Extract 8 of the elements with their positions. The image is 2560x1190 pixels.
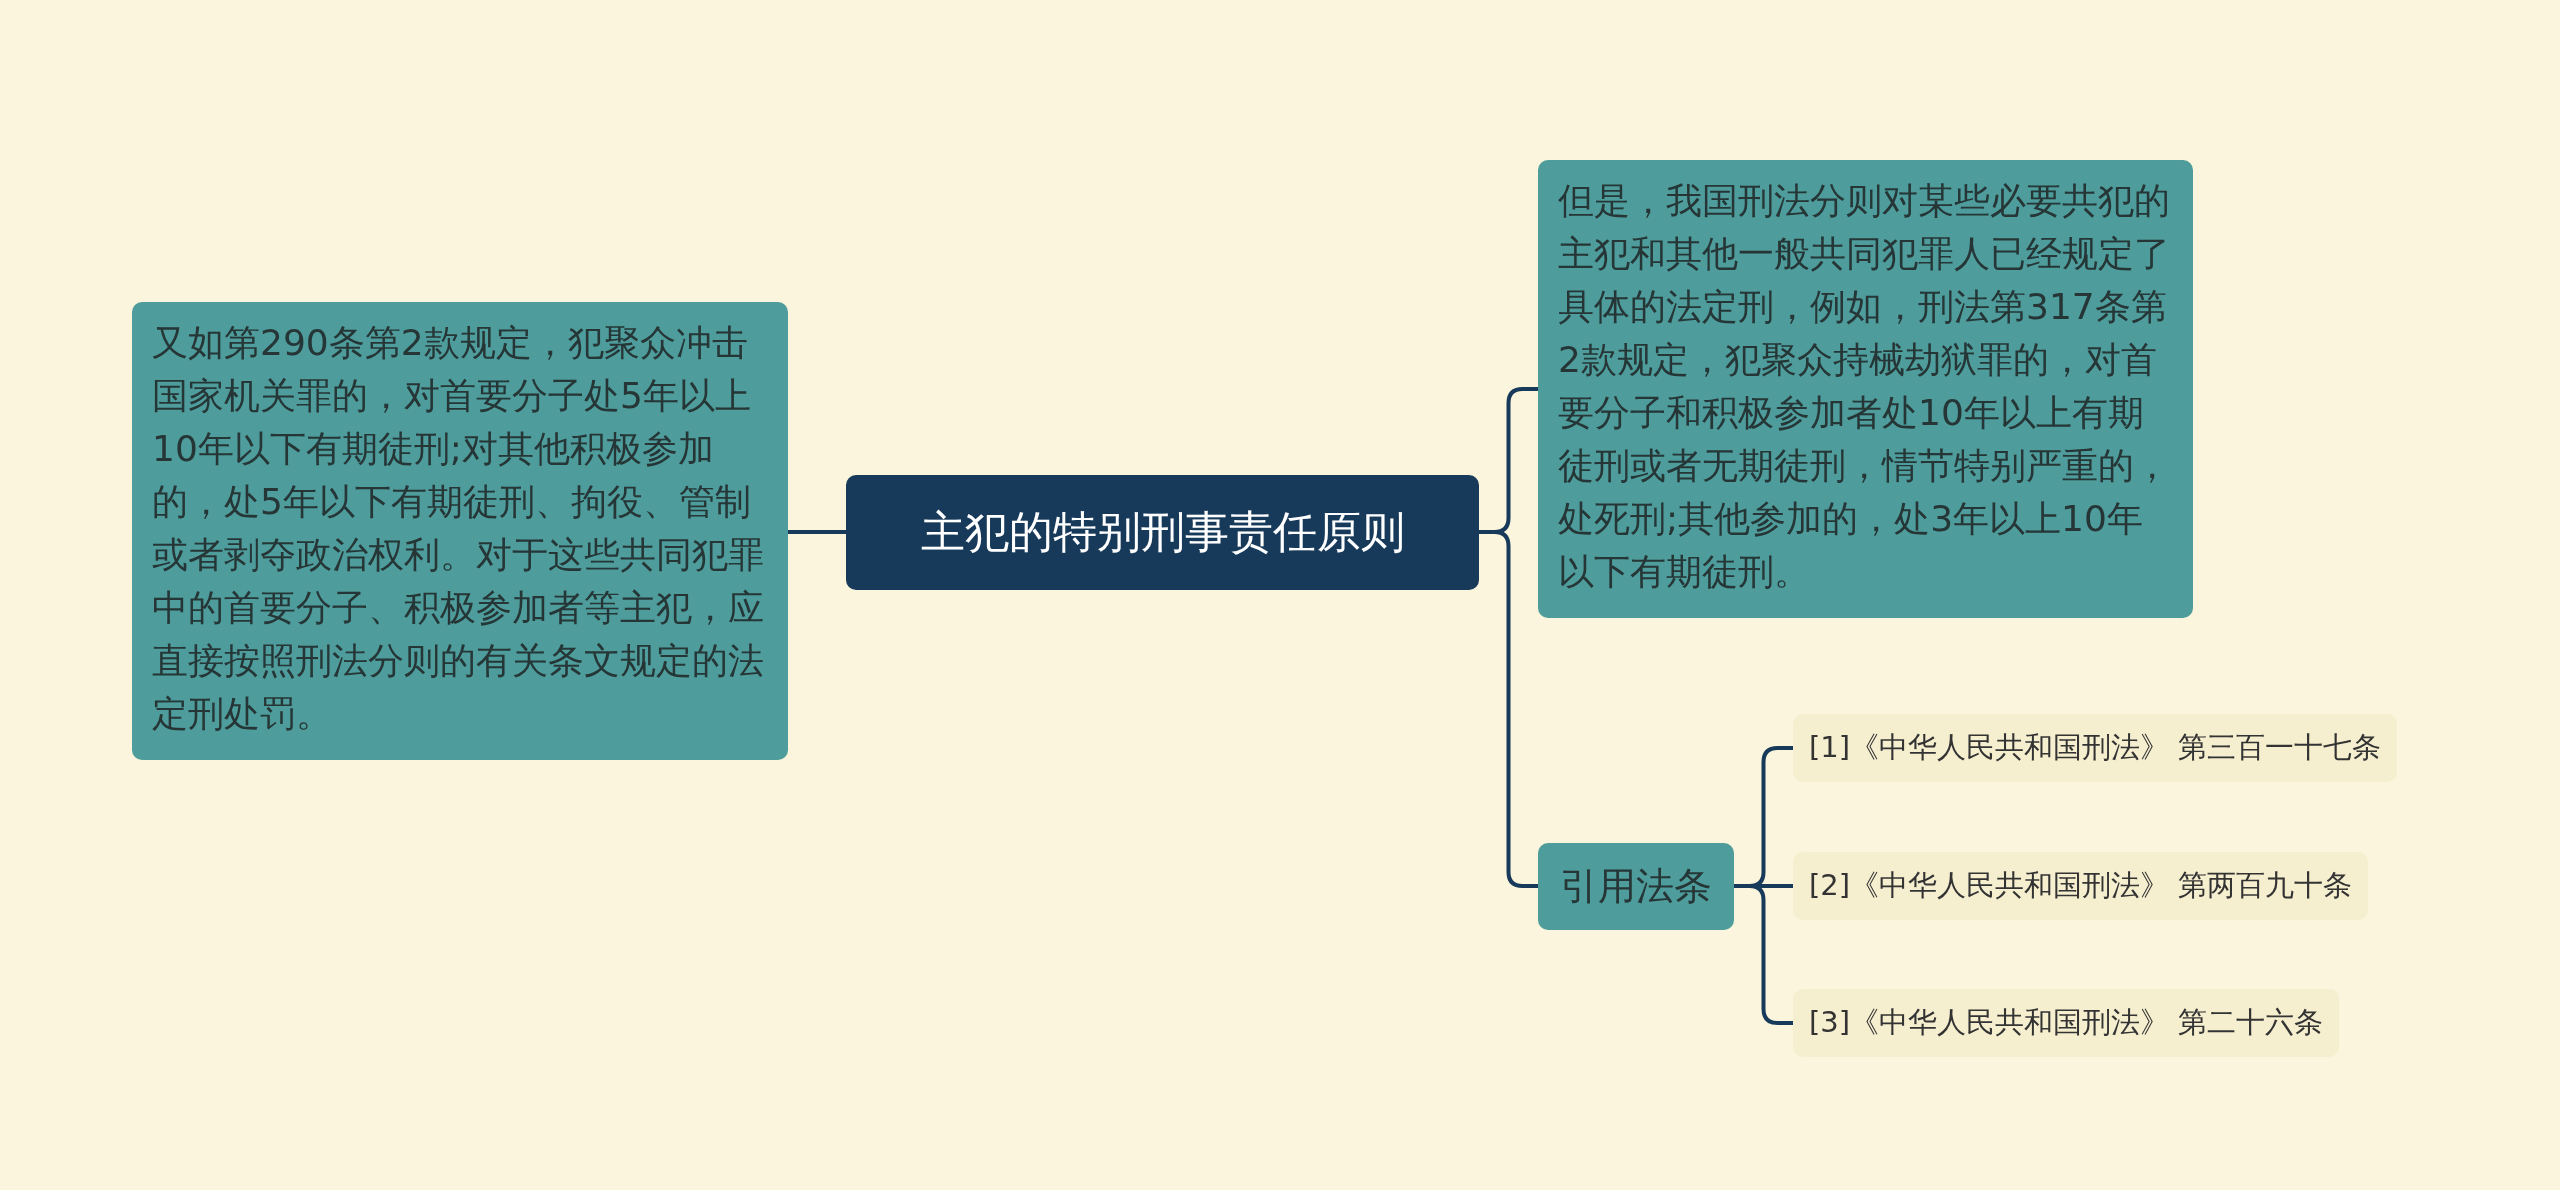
connector-line — [788, 530, 846, 534]
citation-item: [1]《中华人民共和国刑法》 第三百一十七条 — [1793, 714, 2398, 782]
citation-item: [3]《中华人民共和国刑法》 第二十六条 — [1793, 989, 2340, 1057]
topic-card: 又如第290条第2款规定，犯聚众冲击国家机关罪的，对首要分子处5年以上10年以下有期徒刑;对其他积极参加的，处5年以下有期徒刑、拘役、管制或者剥夺政治权利。对于这些共同犯罪中的首要分子、积极参加者等主犯，应直接按照刑法分则的有关条文规定的法定刑处罚。 — [132, 302, 788, 760]
subtopic-box: 引用法条 — [1538, 842, 1734, 930]
topic-card: 但是，我国刑法分则对某些必要共犯的主犯和其他一般共同犯罪人已经规定了具体的法定刑，例如，刑法第317条第2款规定，犯聚众持械劫狱罪的，对首要分子和积极参加者处10年以上有期徒刑或者无期徒刑，情节特别严重的，处死刑;其他参加的，处3年以上10年以下有期徒刑。 — [1538, 160, 2193, 618]
citation-item: [2]《中华人民共和国刑法》 第两百九十条 — [1793, 852, 2369, 920]
root-topic: 主犯的特别刑事责任原则 — [846, 474, 1479, 590]
